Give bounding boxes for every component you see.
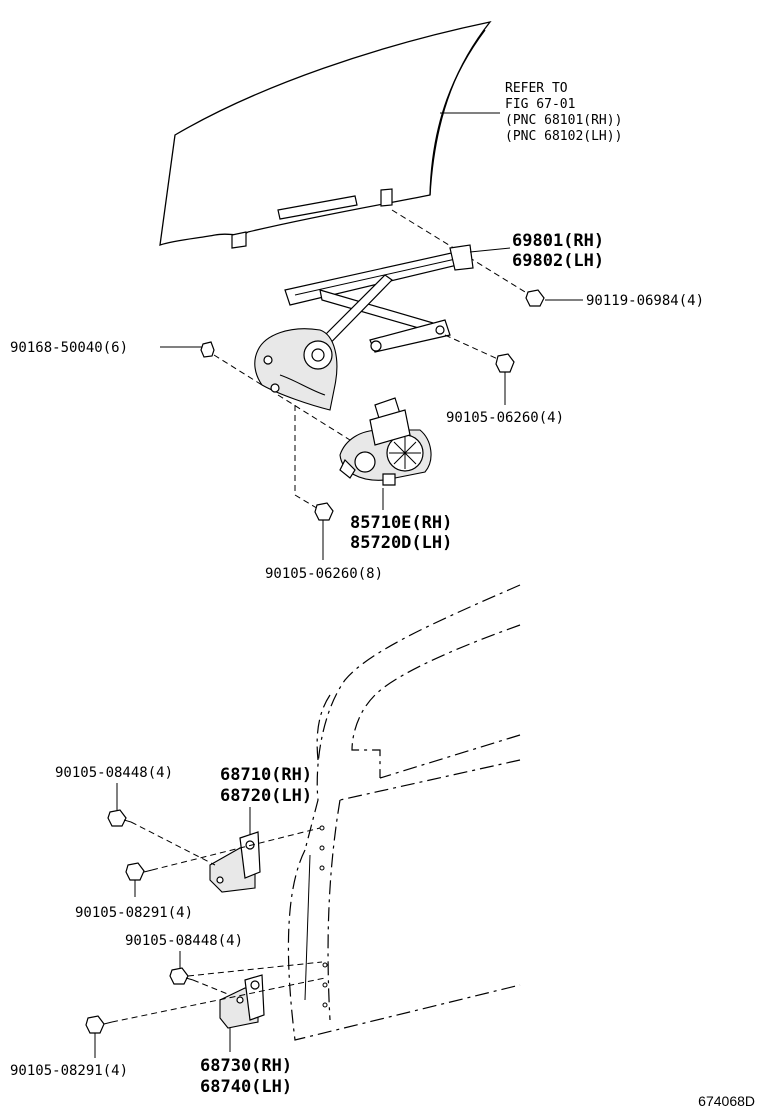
refer-pnc-lh-label: (PNC 68102(LH)): [505, 129, 622, 144]
lower-hinge: [219, 974, 265, 1029]
refer-fig-label: FIG 67-01: [505, 97, 575, 112]
refer-pnc-rh-label: (PNC 68101(RH)): [505, 113, 622, 128]
bolt-90105-06260-4-label: 90105-06260(4): [446, 410, 564, 426]
bolt-90105-08448-lower-label: 90105-08448(4): [125, 933, 243, 949]
bolt-90119-06984-label: 90119-06984(4): [586, 293, 704, 309]
bolt-90168-50040-label: 90168-50040(6): [10, 340, 128, 356]
hinge-upper-lh-label: 68720(LH): [220, 786, 312, 806]
bolt-icon: [200, 341, 215, 358]
refer-to-label: REFER TO: [505, 81, 568, 96]
body-pillar: [287, 584, 521, 1041]
hinge-upper-rh-label: 68710(RH): [220, 765, 312, 785]
regulator-rh-label: 69801(RH): [512, 231, 604, 251]
bolt-icon: [85, 1015, 113, 1034]
bolt-icon: [314, 502, 334, 521]
hinge-lower-rh-label: 68730(RH): [200, 1056, 292, 1076]
bolt-icon: [125, 862, 153, 881]
hinge-lower-lh-label: 68740(LH): [200, 1077, 292, 1097]
bolt-90105-08291-lower-label: 90105-08291(4): [10, 1063, 128, 1079]
bolt-90105-08291-upper-label: 90105-08291(4): [75, 905, 193, 921]
door-glass: [159, 20, 492, 249]
window-regulator: [254, 244, 474, 411]
figure-code: 674068D: [698, 1093, 755, 1109]
regulator-motor: [339, 397, 432, 486]
bolt-icon: [525, 289, 545, 307]
bolt-icon: [495, 353, 515, 373]
bolt-icon: [107, 809, 132, 827]
upper-hinge: [209, 831, 261, 893]
motor-lh-label: 85720D(LH): [350, 533, 452, 553]
bolt-icon: [169, 967, 194, 985]
regulator-lh-label: 69802(LH): [512, 251, 604, 271]
motor-rh-label: 85710E(RH): [350, 513, 452, 533]
bolt-90105-06260-8-label: 90105-06260(8): [265, 566, 383, 582]
bolt-90105-08448-upper-label: 90105-08448(4): [55, 765, 173, 781]
